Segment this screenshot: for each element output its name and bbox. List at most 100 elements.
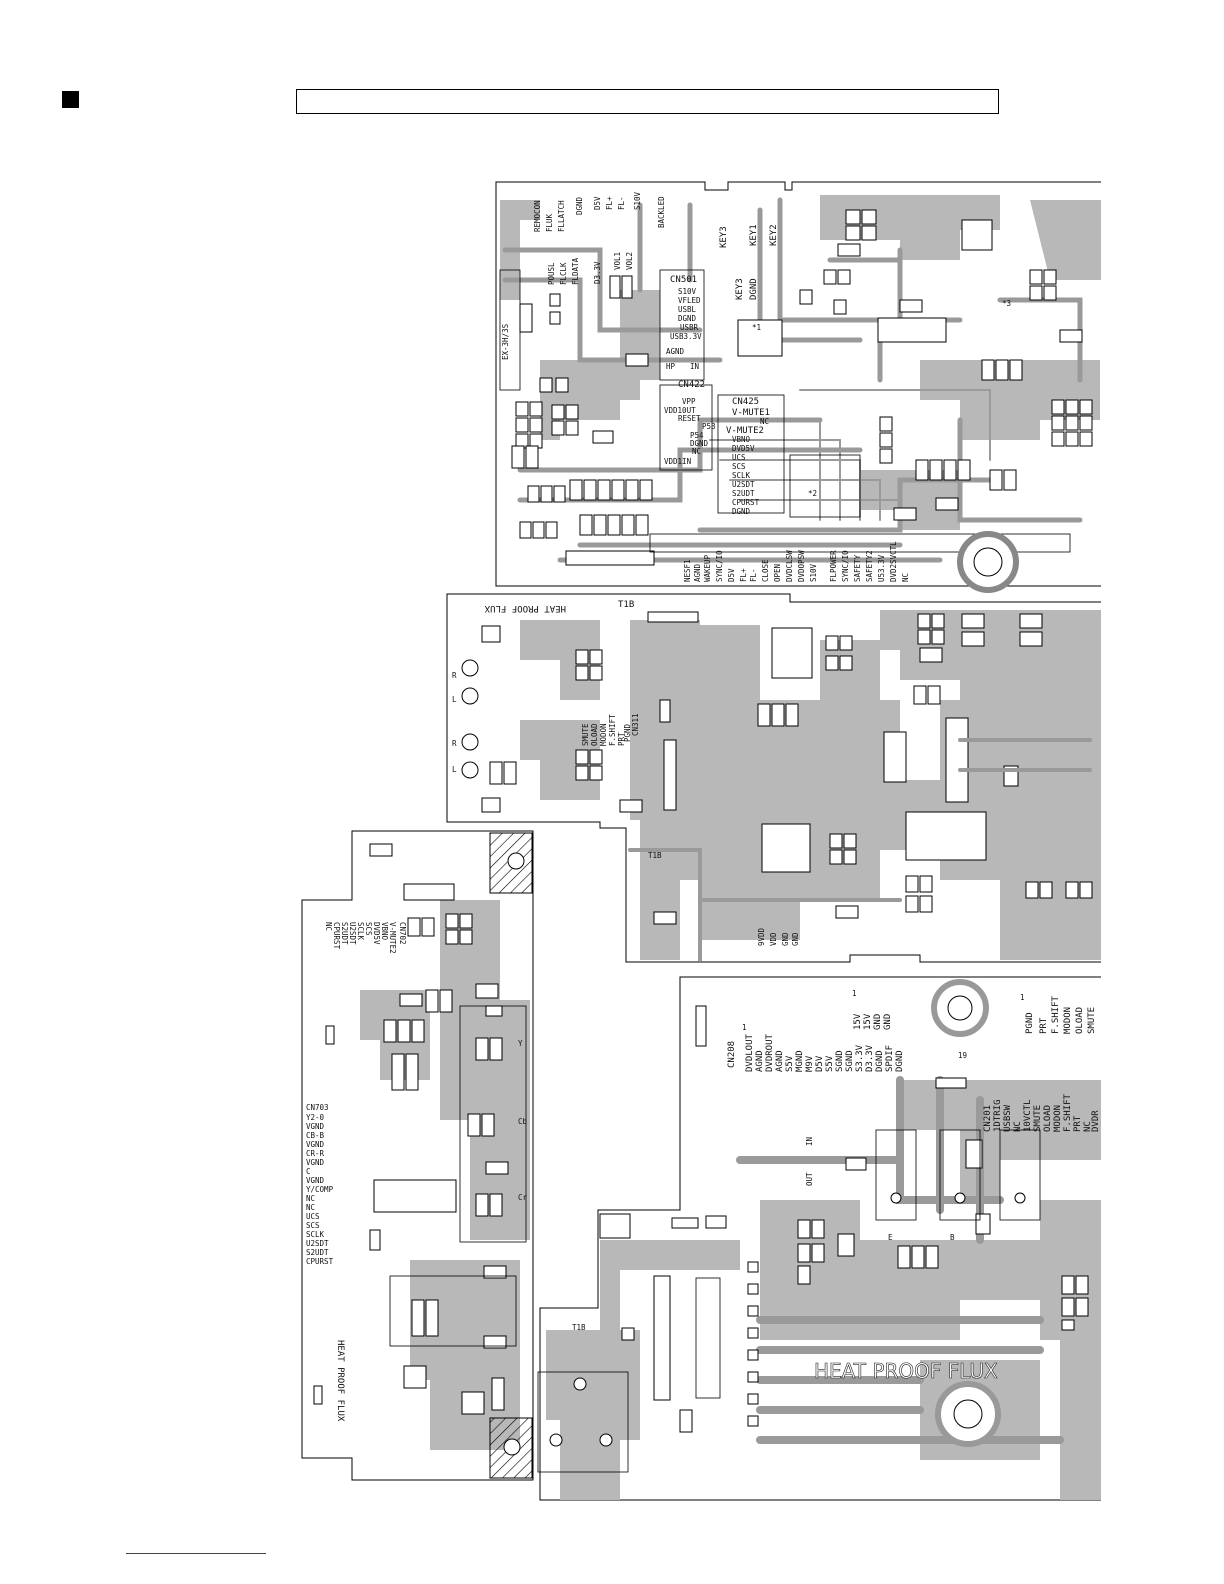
- svg-text:SMUTE: SMUTE: [1087, 1007, 1097, 1034]
- svg-text:NC: NC: [306, 1194, 315, 1203]
- svg-text:DGND: DGND: [575, 196, 584, 215]
- svg-text:SMUTE: SMUTE: [1033, 1105, 1043, 1132]
- svg-text:D5V: D5V: [727, 568, 736, 582]
- middle-board-labels: HEAT PROOF FLUX T1B T1B R L R L CN311 SM…: [452, 600, 800, 946]
- svg-text:CPURST: CPURST: [332, 922, 341, 950]
- svg-text:NC: NC: [1083, 1121, 1093, 1132]
- svg-text:BACKLED: BACKLED: [657, 196, 666, 228]
- cn425-ref: CN425: [732, 397, 759, 407]
- svg-text:OLOAD: OLOAD: [1075, 1007, 1085, 1034]
- svg-text:PGND: PGND: [623, 723, 632, 742]
- title-box: [296, 89, 999, 114]
- svg-text:NESF1: NESF1: [683, 559, 692, 582]
- svg-text:VGND: VGND: [306, 1122, 325, 1131]
- svg-text:VDD1IN: VDD1IN: [664, 457, 691, 466]
- svg-text:VGND: VGND: [306, 1176, 325, 1185]
- bottom-board-labels: CN208 DVDLOUT AGND DVDROUT AGND S5V MGND…: [572, 989, 1101, 1383]
- svg-text:SCS: SCS: [364, 922, 373, 936]
- svg-text:USB3.3V: USB3.3V: [670, 332, 702, 341]
- svg-text:VFLED: VFLED: [678, 296, 701, 305]
- section-marker: [62, 91, 79, 108]
- svg-text:KEY3: KEY3: [719, 226, 729, 248]
- svg-text:PGND: PGND: [1025, 1012, 1035, 1034]
- svg-text:SCS: SCS: [306, 1221, 320, 1230]
- svg-text:S5V: S5V: [785, 1055, 795, 1072]
- svg-text:19: 19: [958, 1051, 967, 1060]
- svg-text:DVD2SVCTL: DVD2SVCTL: [889, 541, 898, 582]
- svg-text:EX-3H/3S: EX-3H/3S: [501, 323, 510, 360]
- svg-text:AGND: AGND: [755, 1050, 765, 1072]
- svg-text:DGND: DGND: [749, 278, 759, 300]
- svg-text:VOL1: VOL1: [613, 252, 622, 270]
- cn422-ref: CN422: [678, 380, 705, 390]
- top-board: [495, 181, 1101, 593]
- top-board-labels: CN501 S10V VFLED USBL DGND USBR USB3.3V …: [501, 191, 1011, 582]
- left-board-labels: CN702 V-MUTE2 VBNO DVD5V SCS SCLK U2SDT …: [306, 922, 528, 1422]
- svg-text:DGND: DGND: [678, 314, 697, 323]
- cn208-ref: CN208: [727, 1041, 737, 1068]
- svg-text:Cr: Cr: [518, 1193, 528, 1202]
- svg-text:SCLK: SCLK: [356, 922, 365, 941]
- svg-text:1: 1: [852, 989, 857, 998]
- svg-text:Cb: Cb: [518, 1117, 528, 1126]
- svg-text:FLUK: FLUK: [545, 213, 554, 232]
- svg-text:SGND: SGND: [845, 1050, 855, 1072]
- svg-text:GND: GND: [873, 1014, 883, 1030]
- svg-text:SCS: SCS: [732, 462, 746, 471]
- svg-text:*1: *1: [752, 323, 761, 332]
- footer-link-line: [126, 1553, 266, 1554]
- svg-text:Y2-0: Y2-0: [306, 1113, 325, 1122]
- svg-text:10VCTL: 10VCTL: [1023, 1099, 1033, 1132]
- svg-text:SYNC/IO: SYNC/IO: [715, 550, 724, 582]
- svg-text:VOL2: VOL2: [625, 252, 634, 270]
- svg-text:*2: *2: [808, 489, 817, 498]
- svg-text:U2SDT: U2SDT: [306, 1239, 329, 1248]
- svg-text:T1B: T1B: [572, 1323, 586, 1332]
- svg-text:KEY3: KEY3: [735, 278, 745, 300]
- svg-text:SGND: SGND: [835, 1050, 845, 1072]
- svg-text:S2UDT: S2UDT: [732, 489, 755, 498]
- svg-text:VBNO: VBNO: [732, 435, 751, 444]
- svg-text:VBNO: VBNO: [380, 922, 389, 941]
- svg-text:V-MUTE2: V-MUTE2: [388, 922, 397, 954]
- svg-text:HP: HP: [666, 362, 676, 371]
- cn501-ref: CN501: [670, 275, 697, 285]
- svg-text:R: R: [452, 671, 457, 680]
- svg-text:SCLK: SCLK: [732, 471, 751, 480]
- svg-text:DVD5V: DVD5V: [732, 444, 755, 453]
- svg-text:Y/COMP: Y/COMP: [306, 1185, 334, 1194]
- heat-proof-flux-left: HEAT PROOF FLUX: [335, 1340, 345, 1422]
- svg-text:1DTRIG: 1DTRIG: [993, 1099, 1003, 1132]
- svg-text:FL-: FL-: [749, 568, 758, 582]
- svg-text:F.SHIFT: F.SHIFT: [608, 714, 617, 746]
- svg-text:NC: NC: [760, 417, 769, 426]
- svg-text:U53.3V: U53.3V: [877, 554, 886, 582]
- svg-text:MGND: MGND: [795, 1050, 805, 1072]
- svg-text:SAFETY2: SAFETY2: [865, 550, 874, 582]
- svg-text:CPURST: CPURST: [306, 1257, 334, 1266]
- svg-text:FLCLK: FLCLK: [559, 262, 568, 285]
- svg-text:S3.3V: S3.3V: [855, 1044, 865, 1072]
- svg-text:VGND: VGND: [306, 1158, 325, 1167]
- svg-text:SYNC/IO: SYNC/IO: [841, 550, 850, 582]
- svg-text:IN: IN: [690, 362, 699, 371]
- svg-text:VDD10UT: VDD10UT: [664, 406, 696, 415]
- svg-text:M9V: M9V: [805, 1055, 815, 1072]
- svg-text:D3.3V: D3.3V: [865, 1044, 875, 1072]
- svg-text:DVDOPSW: DVDOPSW: [797, 550, 806, 582]
- svg-text:FLPOWER: FLPOWER: [829, 550, 838, 582]
- svg-text:POUSL: POUSL: [547, 262, 556, 285]
- svg-text:U2SDT: U2SDT: [732, 480, 755, 489]
- heat-proof-flux-bottom: HEAT PROOF FLUX: [814, 1359, 998, 1383]
- svg-text:OUT: OUT: [805, 1172, 814, 1186]
- svg-text:L: L: [452, 695, 457, 704]
- svg-text:OLOAD: OLOAD: [590, 723, 599, 746]
- svg-text:Y: Y: [518, 1039, 523, 1048]
- svg-text:DGND: DGND: [732, 507, 751, 516]
- svg-text:USBSW: USBSW: [1003, 1104, 1013, 1132]
- svg-text:NC: NC: [306, 1203, 315, 1212]
- svg-text:KEY1: KEY1: [749, 224, 759, 246]
- svg-text:D5V: D5V: [593, 196, 602, 210]
- svg-text:P54: P54: [690, 431, 704, 440]
- svg-text:CB-B: CB-B: [306, 1131, 325, 1140]
